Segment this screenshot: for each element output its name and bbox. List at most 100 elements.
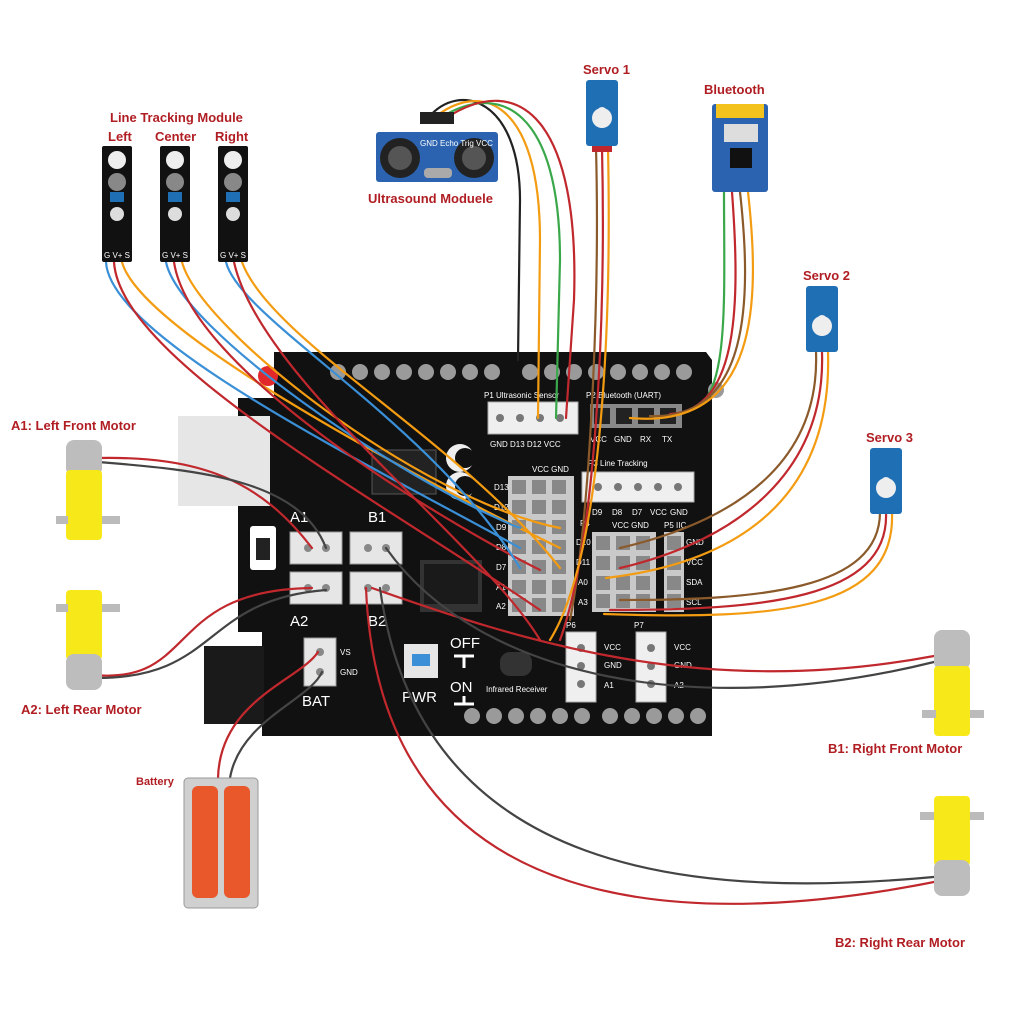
infrared-label: Infrared Receiver (486, 685, 548, 694)
servo1-label: Servo 1 (583, 62, 630, 77)
p3-pin-gnd: GND (670, 508, 688, 517)
p4-row-a3: A3 (578, 598, 588, 607)
wire-line-center-s (180, 260, 562, 530)
off-label: OFF (450, 635, 480, 652)
p5-iic-header[interactable] (664, 532, 684, 612)
wire-line-right-v (232, 260, 542, 642)
grid-row-d8: D8 (496, 543, 507, 552)
servo3 (870, 448, 902, 514)
p6-label: P6 (566, 621, 576, 630)
b2-port-label: B2 (368, 613, 386, 630)
wire-a1-red (96, 456, 314, 550)
line-tracking-right-module: G V+ S (218, 146, 248, 262)
wire-bat-red (216, 650, 320, 780)
ultrasound-label: Ultrasound Moduele (368, 191, 493, 206)
wire-line-center-v (172, 260, 542, 572)
bottom-header-pins (464, 708, 706, 724)
p1-label: P1 Ultrasonic Sensor (484, 391, 559, 400)
pwr-label: PWR (402, 689, 437, 706)
wire-line-right-g (224, 260, 522, 570)
wire-servo3-a (618, 510, 882, 602)
grid-row-d13: D13 (494, 483, 509, 492)
wire-b2-black (378, 586, 946, 885)
ultrasonic-module: GND Echo Trig VCC (376, 112, 498, 182)
p1-pin-labels: GND D13 D12 VCC (490, 440, 561, 449)
battery-label: Battery (136, 776, 175, 788)
battery-pack (183, 777, 259, 909)
wire-bat-black (228, 670, 324, 780)
on-label: ON (450, 679, 473, 696)
p2-pin-rx: RX (640, 435, 652, 444)
motor-b1 (922, 630, 984, 736)
grid-row-d12: D12 (494, 503, 509, 512)
line-center-pins: G V+ S (162, 251, 188, 260)
wires (82, 99, 946, 905)
wire-us-gnd (426, 99, 522, 362)
p7-label: P7 (634, 621, 644, 630)
wire-line-right-s (240, 260, 562, 570)
p5-row-sda: SDA (686, 578, 703, 587)
wire-servo2-a (618, 350, 818, 550)
wire-b1-black (384, 546, 936, 689)
grid-row-d9: D9 (496, 523, 507, 532)
b1-motor-label: B1: Right Front Motor (828, 741, 962, 756)
wire-line-left-g (104, 260, 522, 550)
wire-us-echo (432, 100, 542, 420)
p5-row-vcc: VCC (686, 558, 703, 567)
wire-line-left-v (112, 260, 542, 612)
p5-row-scl: SCL (686, 598, 702, 607)
wire-servo1-c (548, 146, 610, 642)
wire-us-vcc (444, 99, 576, 420)
p6-pin-gnd: GND (604, 661, 622, 670)
line-center-label: Center (155, 129, 196, 144)
motor-a2 (56, 590, 120, 690)
labels: Line Tracking Module Left Center Right U… (11, 62, 965, 950)
bat-vs-label: VS (340, 648, 351, 657)
p3-pin-d7: D7 (632, 508, 643, 517)
bluetooth-label: Bluetooth (704, 82, 765, 97)
wire-servo1-b (558, 146, 604, 642)
power-jack (204, 646, 264, 724)
wire-line-left-s (120, 260, 562, 550)
b2-motor-connector[interactable] (349, 571, 403, 605)
wire-servo3-b (608, 510, 888, 612)
p6-pin-a1: A1 (604, 681, 614, 690)
wire-b2-red (364, 586, 946, 905)
a1-port-label: A1 (290, 509, 308, 526)
infrared-receiver (500, 652, 532, 676)
p3-pin-vcc: VCC (650, 508, 667, 517)
bat-gnd-label: GND (340, 668, 358, 677)
wire-a1-black (96, 460, 328, 550)
shield-board: P1 Ultrasonic Sensor GND D13 D12 VCC P2 … (178, 352, 724, 736)
wire-servo2-c (604, 350, 830, 580)
b1-motor-connector[interactable] (349, 531, 403, 565)
p2-pin-tx: TX (662, 435, 673, 444)
usb-port (178, 416, 270, 506)
a2-motor-label: A2: Left Rear Motor (21, 702, 142, 717)
wire-bt-d (628, 190, 755, 420)
grid-row-d7: D7 (496, 563, 507, 572)
wire-a2-red (82, 586, 314, 677)
p4-row-a0: A0 (578, 578, 588, 587)
wire-bt-c (648, 190, 747, 418)
a1-motor-label: A1: Left Front Motor (11, 418, 136, 433)
p5-label: P5 IIC (664, 521, 686, 530)
p3-pin-d9: D9 (592, 508, 603, 517)
servo1 (586, 80, 618, 152)
p6-pin-vcc: VCC (604, 643, 621, 652)
line-tracking-center-module: G V+ S (160, 146, 190, 262)
servo3-label: Servo 3 (866, 430, 913, 445)
line-right-label: Right (215, 129, 249, 144)
wire-us-trig (438, 102, 562, 420)
line-left-pins: G V+ S (104, 251, 130, 260)
line-right-pins: G V+ S (220, 251, 246, 260)
a1-motor-connector[interactable] (289, 531, 343, 565)
b1-port-label: B1 (368, 509, 386, 526)
line-left-label: Left (108, 129, 133, 144)
p2-label: P2 Bluetooth (UART) (586, 391, 661, 400)
a2-port-label: A2 (290, 613, 308, 630)
p2-pin-gnd: GND (614, 435, 632, 444)
wire-a2-black (90, 588, 328, 680)
bluetooth-module (712, 104, 768, 192)
